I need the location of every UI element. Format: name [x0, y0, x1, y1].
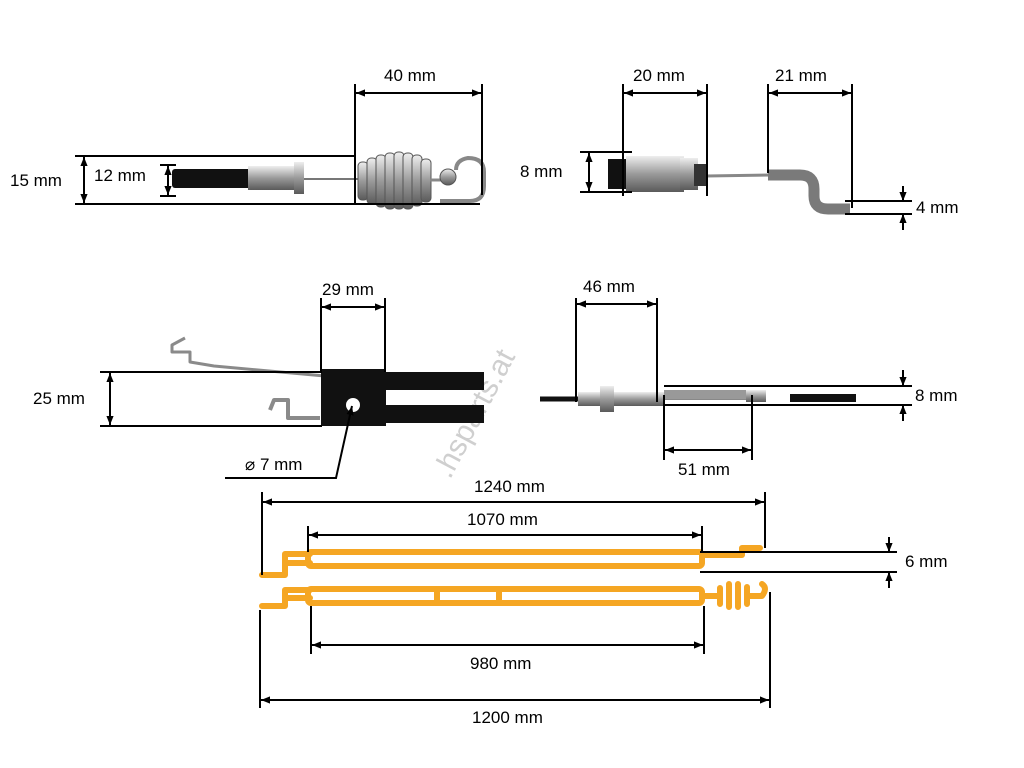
z-end-part: 20 mm 21 mm 8 mm 4 mm — [520, 66, 959, 230]
z-inner-wire — [705, 173, 771, 178]
z-bend — [768, 169, 850, 215]
threaded-sleeve — [578, 392, 656, 406]
label-sleeve-length: 51 mm — [678, 460, 730, 479]
label-bracket-width: 29 mm — [322, 280, 374, 299]
small-ferrule — [746, 390, 766, 402]
z-ferrule — [626, 156, 684, 192]
label-inner-bottom: 980 mm — [470, 654, 531, 673]
z-cable-sleeve — [608, 159, 630, 189]
label-nipple-length: 20 mm — [633, 66, 685, 85]
label-inner-top: 1070 mm — [467, 510, 538, 529]
lower-cable-body — [305, 586, 705, 606]
thread-end-cap — [654, 392, 664, 406]
spring-end-part: 15 mm 12 mm 40 mm — [10, 66, 486, 210]
label-total-bottom: 1200 mm — [472, 708, 543, 727]
label-thread-length: 46 mm — [583, 277, 635, 296]
orange-cable-drawing — [259, 545, 768, 610]
lower-cable-sleeve — [380, 405, 484, 423]
cable-sleeve — [172, 169, 252, 188]
upper-cable-sleeve — [380, 372, 484, 390]
z-ferrule-ring — [680, 158, 698, 190]
lower-ferrule — [434, 586, 502, 606]
threaded-end-part: 46 mm 8 mm 51 mm — [540, 277, 958, 479]
ferrule — [248, 166, 298, 190]
bracket-part: 29 mm 25 mm ⌀ 7 mm — [33, 280, 484, 479]
label-threaded-diameter: 8 mm — [915, 386, 958, 405]
label-height-inner: 12 mm — [94, 166, 146, 185]
bracket-block — [321, 369, 386, 426]
upper-wire-bend — [170, 336, 337, 379]
label-bracket-height: 25 mm — [33, 389, 85, 408]
label-hook-diameter: 4 mm — [916, 198, 959, 217]
lower-end-hook — [744, 581, 768, 599]
hole-leader — [225, 405, 354, 479]
label-length-40: 40 mm — [384, 66, 436, 85]
label-z-diameter: 8 mm — [520, 162, 563, 181]
hex-nut — [600, 386, 614, 412]
cable-overview: 1240 mm 1070 mm 6 mm 980 mm 1200 mm — [259, 477, 948, 727]
label-gap: 6 mm — [905, 552, 948, 571]
label-hole-diameter: ⌀ 7 mm — [245, 455, 302, 474]
z-ferrule-end — [694, 164, 706, 186]
flat-sleeve — [664, 390, 750, 399]
lower-wire-bend — [268, 398, 320, 420]
label-hook-length: 21 mm — [775, 66, 827, 85]
ball-end — [439, 168, 457, 186]
lower-spring-coils — [717, 581, 750, 610]
coil-spring — [357, 151, 432, 210]
threaded-outer-cable — [790, 394, 856, 402]
ferrule-collar — [294, 162, 304, 194]
label-total-top: 1240 mm — [474, 477, 545, 496]
upper-cable-body — [305, 549, 705, 569]
bracket-hole — [346, 398, 360, 412]
label-height-outer: 15 mm — [10, 171, 62, 190]
